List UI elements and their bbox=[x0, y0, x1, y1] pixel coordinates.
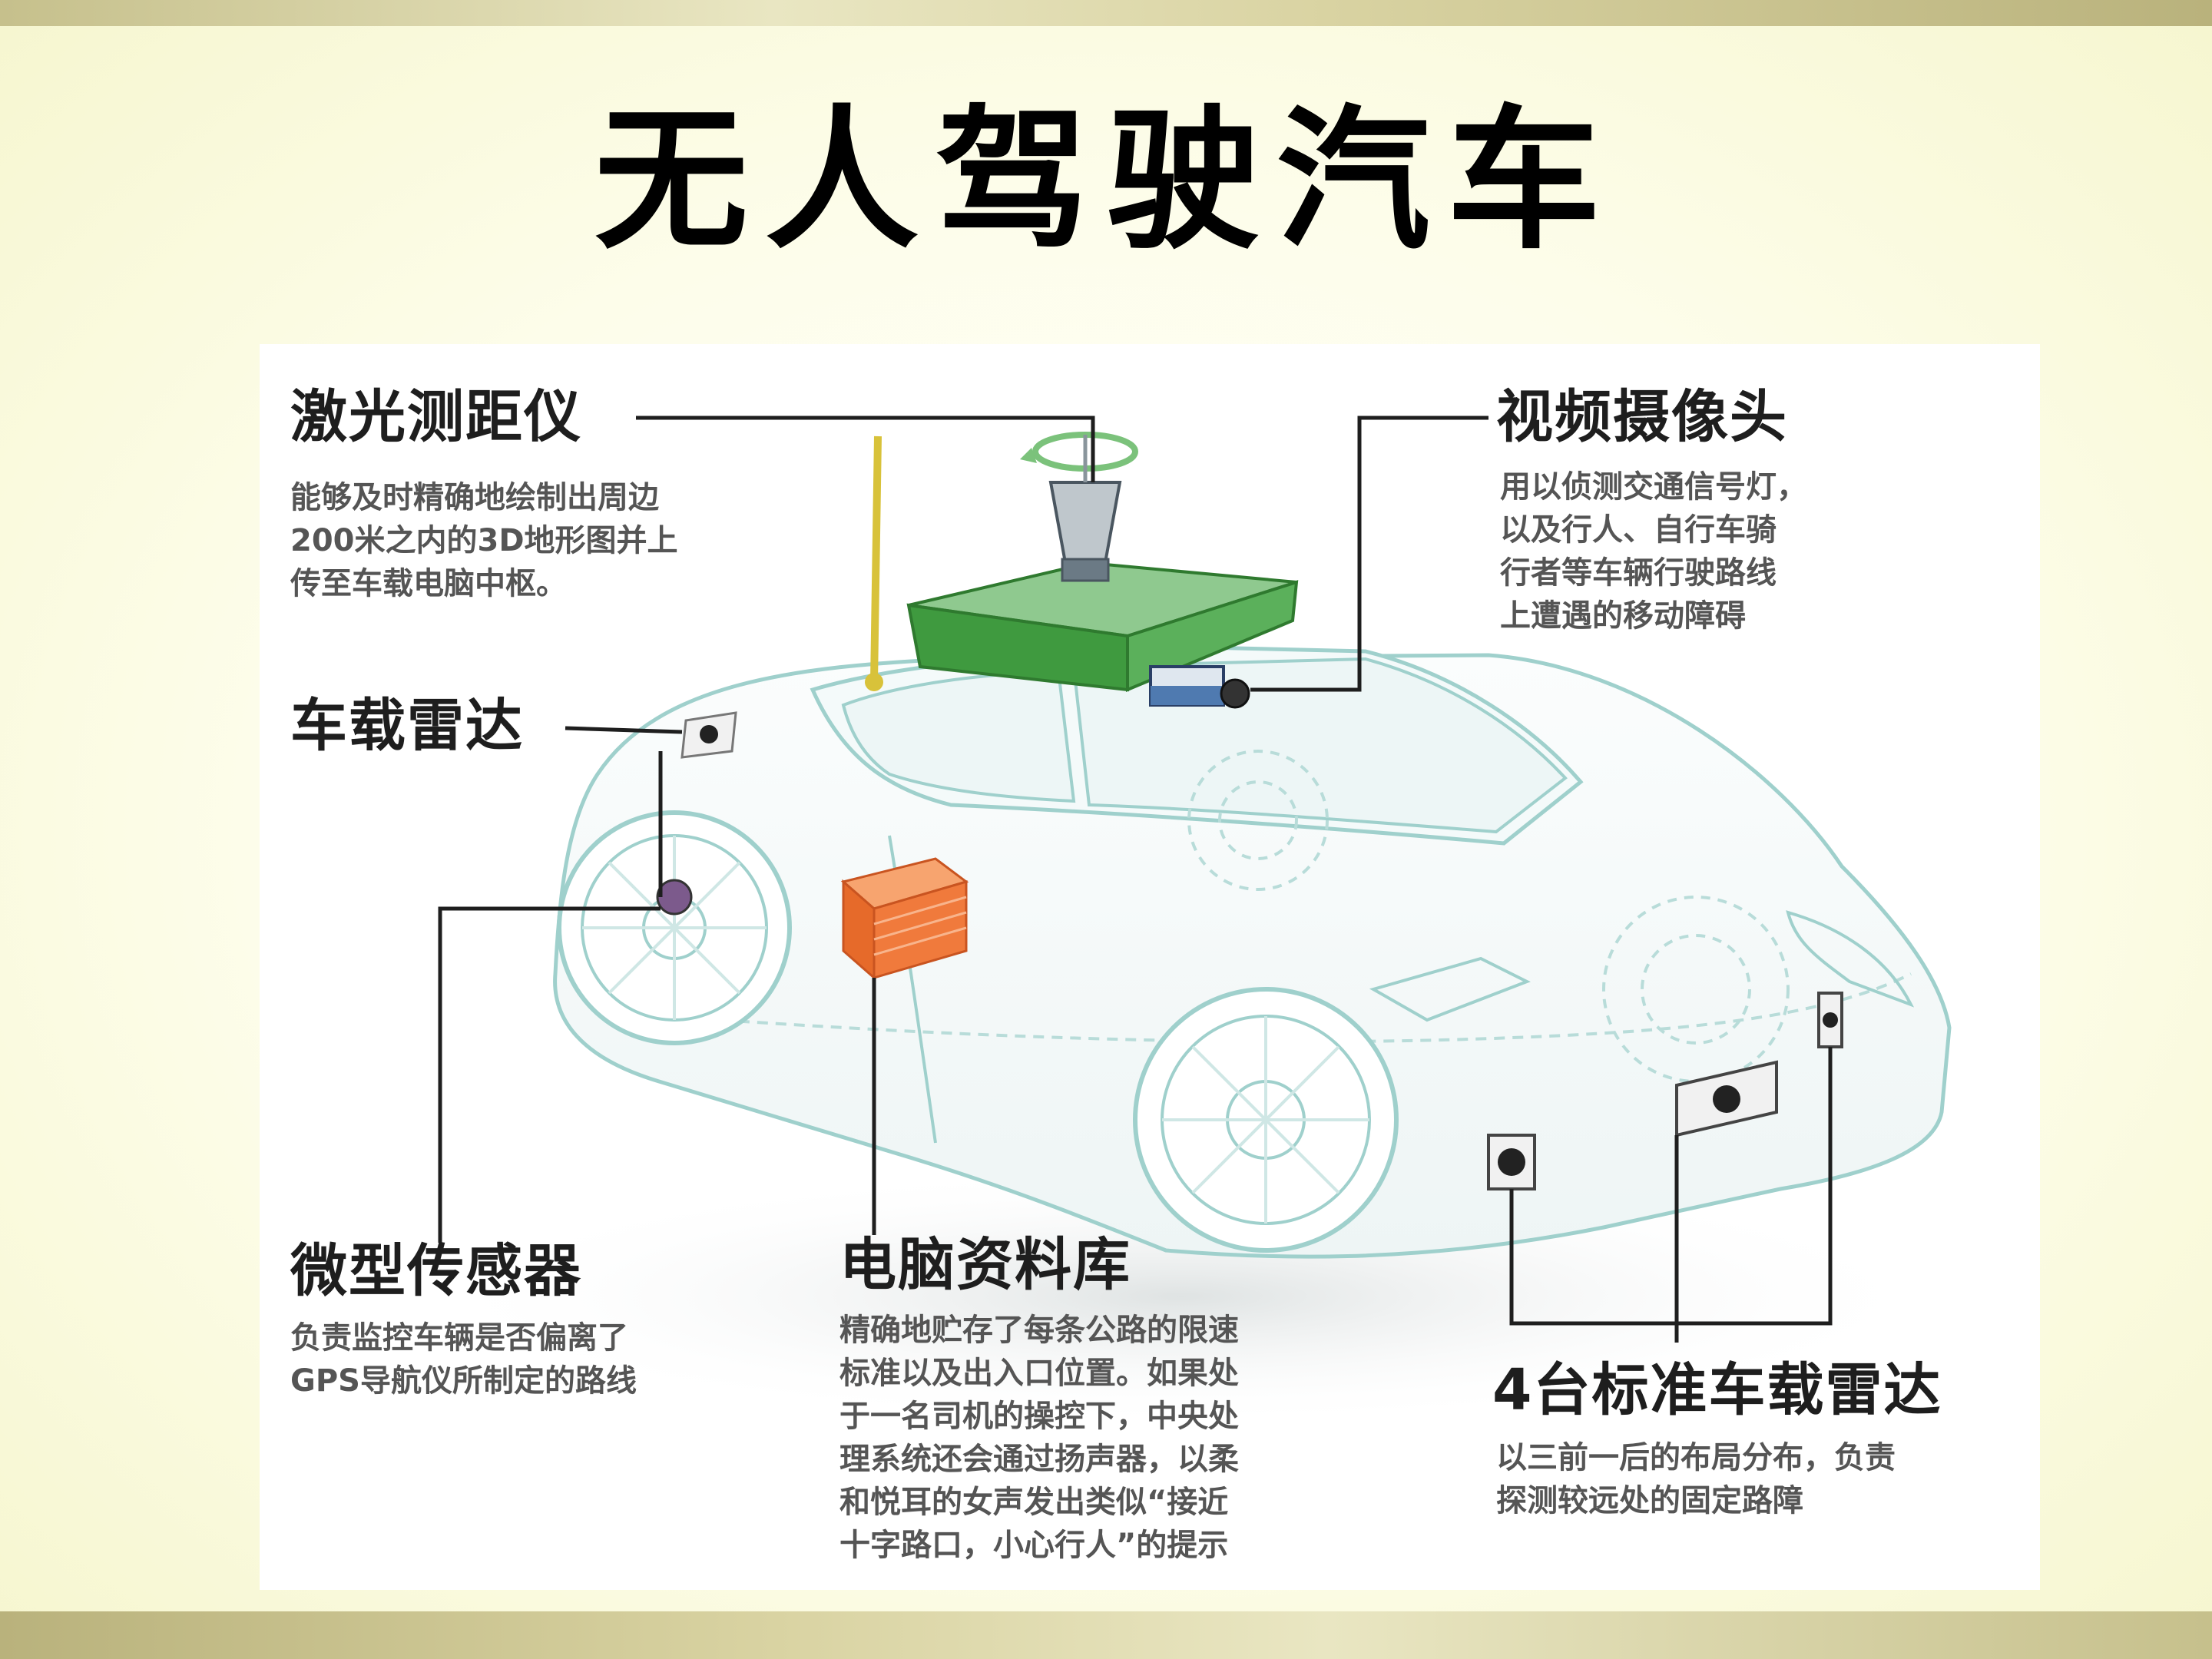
steering-dashed bbox=[1187, 750, 1329, 891]
front-wheel-arch-dashed bbox=[1602, 896, 1790, 1083]
label-camera: 视频摄像头 bbox=[1496, 384, 1788, 450]
desc-camera: 用以侦测交通信号灯， 以及行人、自行车骑 行者等车辆行驶路线 上遭遇的移动障碍 bbox=[1500, 469, 1807, 634]
front-radar-left bbox=[1487, 1134, 1536, 1190]
lidar-mount bbox=[906, 561, 1299, 693]
desc-four-radars: 以三前一后的布局分布，负责 探测较远处的固定路障 bbox=[1496, 1440, 1896, 1518]
video-camera-device bbox=[1149, 665, 1250, 709]
label-database: 电脑资料库 bbox=[839, 1232, 1131, 1298]
hood-vent bbox=[1369, 956, 1531, 1022]
leader-onboard-radar bbox=[565, 726, 683, 734]
headlight bbox=[1786, 910, 1915, 1008]
car-body bbox=[553, 653, 1952, 1259]
leader-lidar bbox=[636, 416, 1095, 482]
steering-dashed-inner bbox=[1218, 780, 1298, 860]
desc-micro-sensor: 负责监控车辆是否偏离了 GPS导航仪所制定的路线 bbox=[290, 1320, 637, 1399]
front-wheel bbox=[1133, 987, 1399, 1253]
front-wheel-arch-dashed-inner bbox=[1641, 934, 1751, 1045]
front-radar-right bbox=[1817, 992, 1843, 1048]
computer-database-box bbox=[840, 857, 969, 981]
lidar-unit bbox=[1020, 432, 1138, 582]
label-micro-sensor: 微型传感器 bbox=[290, 1238, 582, 1304]
desc-lidar: 能够及时精确地绘制出周边 200米之内的3D地形图并上 传至车载电脑中枢。 bbox=[290, 480, 678, 601]
label-lidar: 激光测距仪 bbox=[290, 384, 582, 450]
bottom-band bbox=[0, 1611, 2212, 1659]
onboard-radar-device bbox=[680, 711, 737, 759]
leader-camera bbox=[1250, 416, 1488, 692]
leader-lines bbox=[438, 416, 1833, 1343]
slide-title: 无人驾驶汽车 bbox=[594, 90, 1618, 270]
car-illustration bbox=[413, 416, 1952, 1427]
label-onboard-radar: 车载雷达 bbox=[290, 693, 524, 759]
car-diagram: 激光测距仪 能够及时精确地绘制出周边 200米之内的3D地形图并上 传至车载电脑… bbox=[260, 344, 2040, 1590]
front-radar-center bbox=[1675, 1060, 1778, 1137]
desc-database: 精确地贮存了每条公路的限速 标准以及出入口位置。如果处 于一名司机的操控下，中央… bbox=[839, 1313, 1239, 1563]
label-four-radars: 4台标准车载雷达 bbox=[1492, 1357, 1942, 1423]
leader-radars bbox=[1509, 1047, 1833, 1326]
antenna bbox=[870, 435, 882, 683]
leader-micro-sensor bbox=[438, 906, 661, 1243]
micro-sensor-device bbox=[656, 879, 693, 916]
rear-wheel bbox=[557, 810, 792, 1045]
inner-dashed-line bbox=[720, 972, 1912, 1044]
top-band bbox=[0, 0, 2212, 26]
antenna-base bbox=[865, 673, 883, 691]
side-window bbox=[841, 668, 1076, 803]
